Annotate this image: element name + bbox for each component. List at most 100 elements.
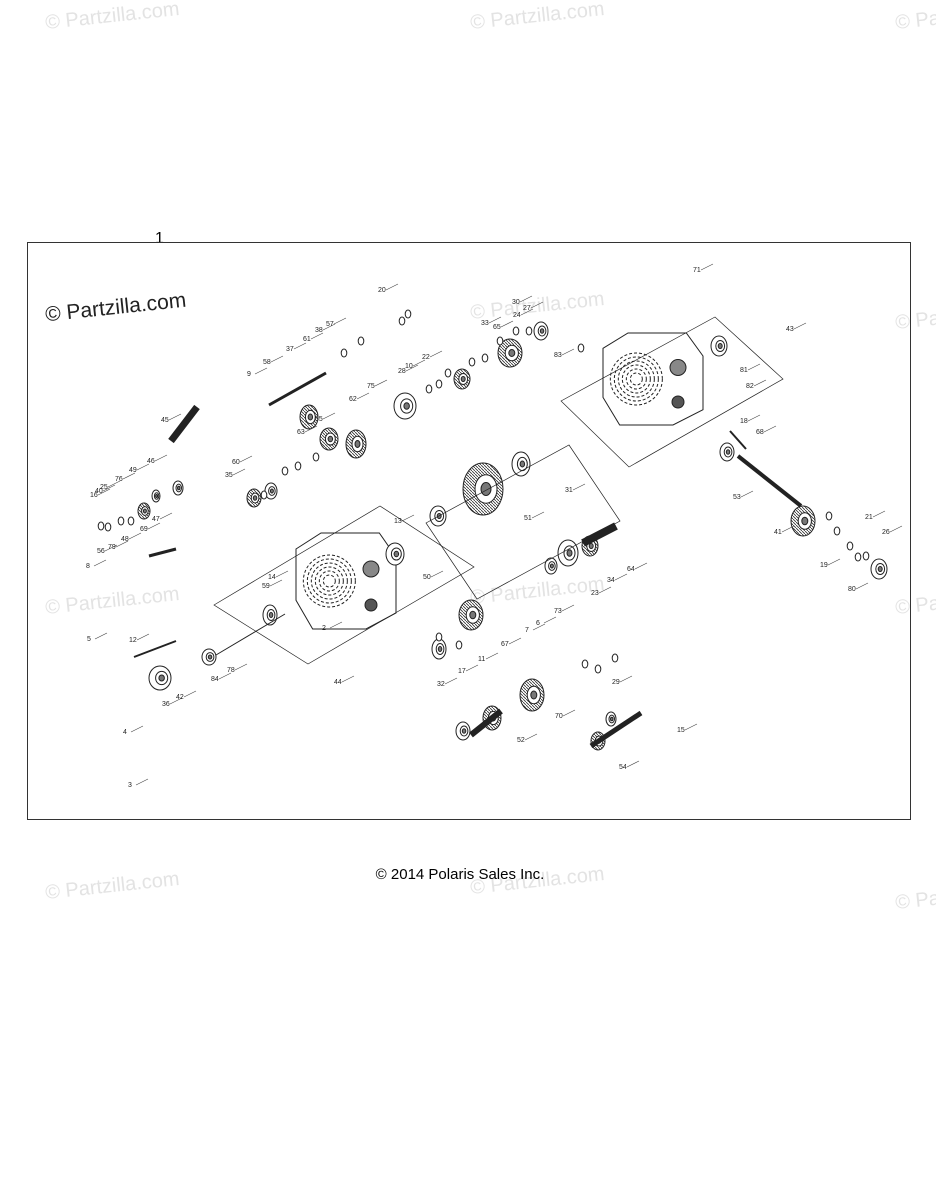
bearing-31b (429, 505, 447, 527)
leader-14 (275, 570, 289, 578)
callout-83: 83 (554, 352, 562, 359)
gear-70-hub (530, 690, 538, 700)
shaft-78 (148, 547, 177, 558)
small-ring-9 (294, 461, 302, 471)
sprocket-62 (299, 404, 319, 430)
small-ring-10 (312, 452, 320, 462)
leader-76 (122, 472, 136, 480)
bearing-32b-hub (437, 646, 443, 652)
gear-76-hub (142, 508, 147, 514)
gear-21-hub (460, 376, 466, 382)
callout-9: 9 (247, 371, 251, 378)
leader-18 (747, 414, 761, 422)
washer-35a-hub (610, 716, 614, 722)
small-ring-17 (833, 526, 841, 536)
gear-65 (497, 338, 523, 368)
leader-50 (430, 570, 444, 578)
leader-9 (254, 367, 268, 375)
gear-63 (319, 427, 339, 451)
gear-70 (519, 678, 545, 712)
callout-79: 79 (108, 544, 116, 551)
sprocket-35-hub (252, 495, 258, 501)
leader-33 (488, 316, 502, 324)
callout-81: 81 (740, 367, 748, 374)
small-ring-15 (611, 653, 619, 663)
leader-5 (94, 632, 108, 640)
ring-gear-hub (480, 482, 492, 496)
hub-60 (264, 482, 278, 500)
leader-84 (218, 672, 232, 680)
chain-75 (393, 392, 417, 420)
small-ring-26 (97, 521, 105, 531)
front-housing-rib (306, 558, 352, 604)
callout-55: 55 (315, 416, 323, 423)
bolt-5 (133, 640, 177, 658)
leader-41 (781, 525, 795, 533)
callout-54: 54 (619, 764, 627, 771)
leader-44 (341, 675, 355, 683)
callout-73: 73 (554, 608, 562, 615)
small-ring-0 (435, 379, 443, 389)
rear-housing (602, 332, 704, 426)
callout-67: 67 (501, 641, 509, 648)
gear-76 (137, 502, 151, 520)
callout-62: 62 (349, 396, 357, 403)
callout-45: 45 (161, 417, 169, 424)
leader-28 (405, 364, 419, 372)
leader-79 (115, 540, 129, 548)
leader-17 (465, 664, 479, 672)
small-ring-1 (425, 384, 433, 394)
coupler-41-hub (801, 516, 809, 526)
callout-28: 28 (398, 368, 406, 375)
small-ring-23 (127, 516, 135, 526)
bearing-82b (710, 335, 728, 357)
rear-housing-rib (625, 368, 647, 390)
callout-63: 63 (297, 429, 305, 436)
diagram-title-number: 1 (155, 230, 164, 247)
callout-48: 48 (121, 536, 129, 543)
leader-29 (619, 675, 633, 683)
watermark-top-left: © Partzilla.com (44, 0, 181, 34)
callout-80: 80 (848, 586, 856, 593)
leader-61 (310, 332, 324, 340)
leader-43 (793, 322, 807, 330)
callout-52: 52 (517, 737, 525, 744)
leader-68 (763, 425, 777, 433)
leader-8 (93, 559, 107, 567)
leader-45 (168, 413, 182, 421)
leader-65 (500, 320, 514, 328)
copyright-notice: © 2014 Polaris Sales Inc. (375, 866, 545, 883)
leader-56 (104, 544, 118, 552)
small-ring-27 (398, 316, 406, 326)
flange-80 (870, 558, 888, 580)
nut-46 (172, 480, 184, 496)
leader-73 (561, 604, 575, 612)
shift-rail-58 (268, 371, 327, 407)
boundary-rear-housing (560, 316, 784, 468)
rear-housing-rib (609, 352, 663, 406)
gasket-7-hub (393, 550, 400, 558)
bearing-32a-hub (461, 728, 467, 734)
leader-70 (562, 709, 576, 717)
leader-24 (520, 308, 534, 316)
callout-29: 29 (612, 679, 620, 686)
ring-23-hub (549, 563, 554, 569)
callout-35: 35 (225, 472, 233, 479)
shaft-55 (345, 429, 367, 459)
callout-15: 15 (677, 727, 685, 734)
front-housing-bore (362, 560, 380, 578)
callout-46: 46 (147, 458, 155, 465)
front-housing-rib (302, 554, 356, 608)
switch-84-hub (207, 654, 213, 660)
bearing-82b-hub (717, 343, 723, 349)
leader-69 (147, 522, 161, 530)
leader-62 (356, 392, 370, 400)
leader-16 (97, 488, 111, 496)
seal-68 (719, 442, 735, 462)
callout-32: 32 (437, 681, 445, 688)
leader-4 (130, 725, 144, 733)
leader-10 (412, 359, 426, 367)
small-ring-8 (281, 466, 289, 476)
small-ring-2 (444, 368, 452, 378)
bearing-31a-hub (519, 460, 526, 468)
